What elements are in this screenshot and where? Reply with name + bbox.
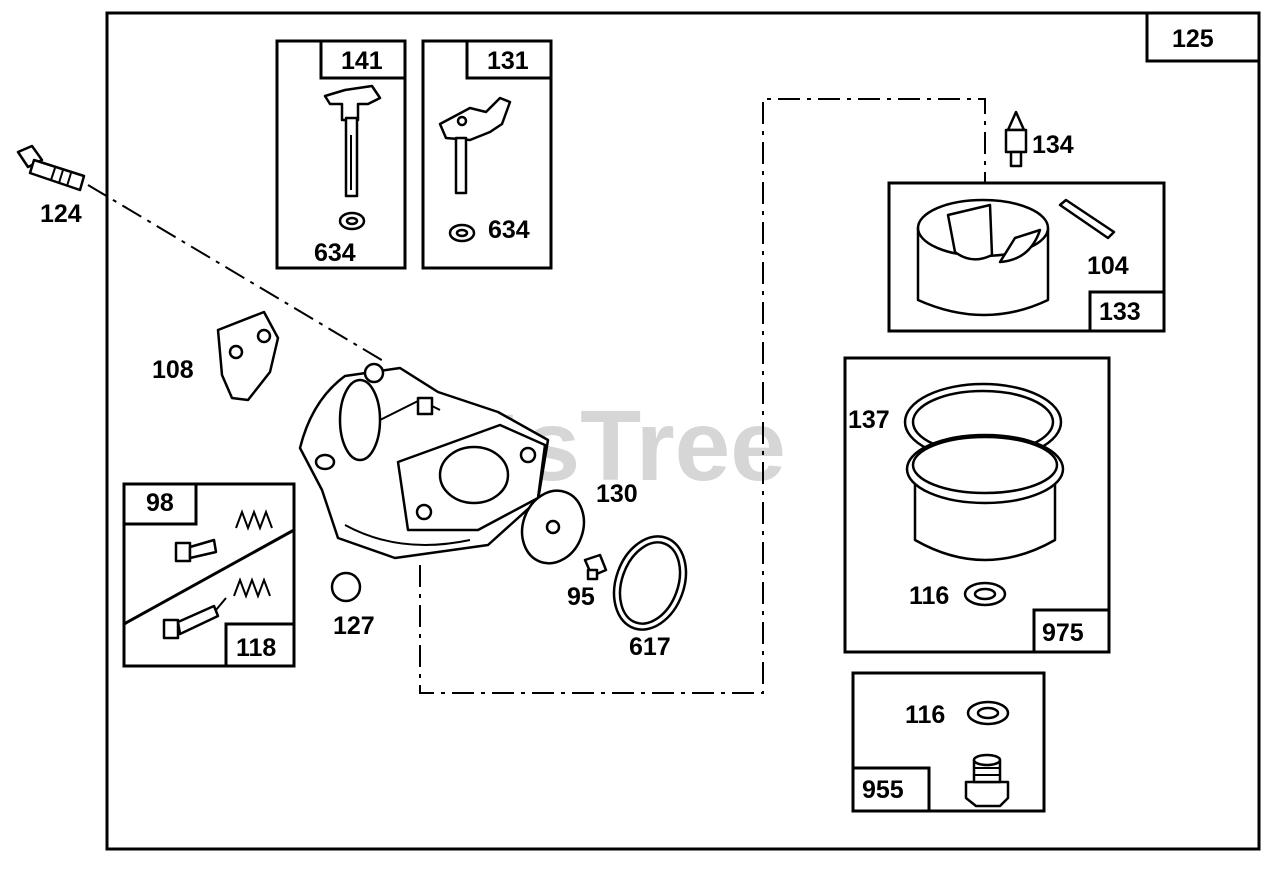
gasket-108 <box>216 310 280 402</box>
label-95: 95 <box>567 583 595 611</box>
label-634-a: 634 <box>314 239 356 267</box>
washer-116-a <box>963 581 1007 607</box>
float-133 <box>916 198 1050 317</box>
label-134: 134 <box>1032 131 1074 159</box>
label-141: 141 <box>341 47 383 75</box>
mixture-screw-118 <box>162 597 227 640</box>
label-118: 118 <box>236 634 276 662</box>
mixture-spring-118 <box>233 577 271 599</box>
washer-634-b <box>448 223 476 243</box>
washer-116-b <box>966 700 1010 726</box>
welch-plug-127 <box>330 571 362 603</box>
connector-line-124 <box>87 184 386 363</box>
label-130: 130 <box>596 480 638 508</box>
label-116-a: 116 <box>909 582 949 610</box>
label-98: 98 <box>146 489 174 517</box>
connector-line-float-bowl <box>419 98 986 694</box>
label-617: 617 <box>629 633 671 661</box>
throttle-shaft-141 <box>323 84 382 198</box>
label-955: 955 <box>862 776 904 804</box>
idle-screw-98 <box>174 538 218 563</box>
o-ring-617 <box>612 535 688 631</box>
box-975: 975 137 116 <box>843 356 1111 654</box>
main-jet-95 <box>583 553 608 581</box>
label-104: 104 <box>1087 252 1129 280</box>
box-133: 133 104 <box>887 181 1166 333</box>
label-108: 108 <box>152 356 194 384</box>
box-141: 141 634 <box>275 39 407 270</box>
label-137: 137 <box>848 406 890 434</box>
label-127: 127 <box>333 612 375 640</box>
needle-valve-134 <box>1004 110 1028 168</box>
choke-shaft-131 <box>438 96 512 195</box>
kit-label-box <box>1145 11 1261 63</box>
gasket-130 <box>520 489 586 565</box>
label-131: 131 <box>487 47 529 75</box>
washer-634-a <box>338 211 366 231</box>
hinge-pin-104 <box>1058 198 1116 240</box>
bowl-nut-955 <box>964 753 1010 808</box>
kit-label: 125 <box>1172 25 1214 53</box>
screw-124 <box>16 144 86 192</box>
label-975: 975 <box>1042 619 1084 647</box>
label-634-b: 634 <box>488 216 530 244</box>
box-955: 955 116 <box>851 671 1046 813</box>
idle-spring-98 <box>235 509 273 531</box>
box-131: 131 634 <box>421 39 553 270</box>
label-133: 133 <box>1099 298 1141 326</box>
float-bowl-975 <box>905 433 1065 562</box>
label-116-b: 116 <box>905 701 945 729</box>
label-124: 124 <box>40 200 82 228</box>
box-98-118: 98 118 <box>122 482 296 668</box>
carburetor-body <box>298 362 550 560</box>
